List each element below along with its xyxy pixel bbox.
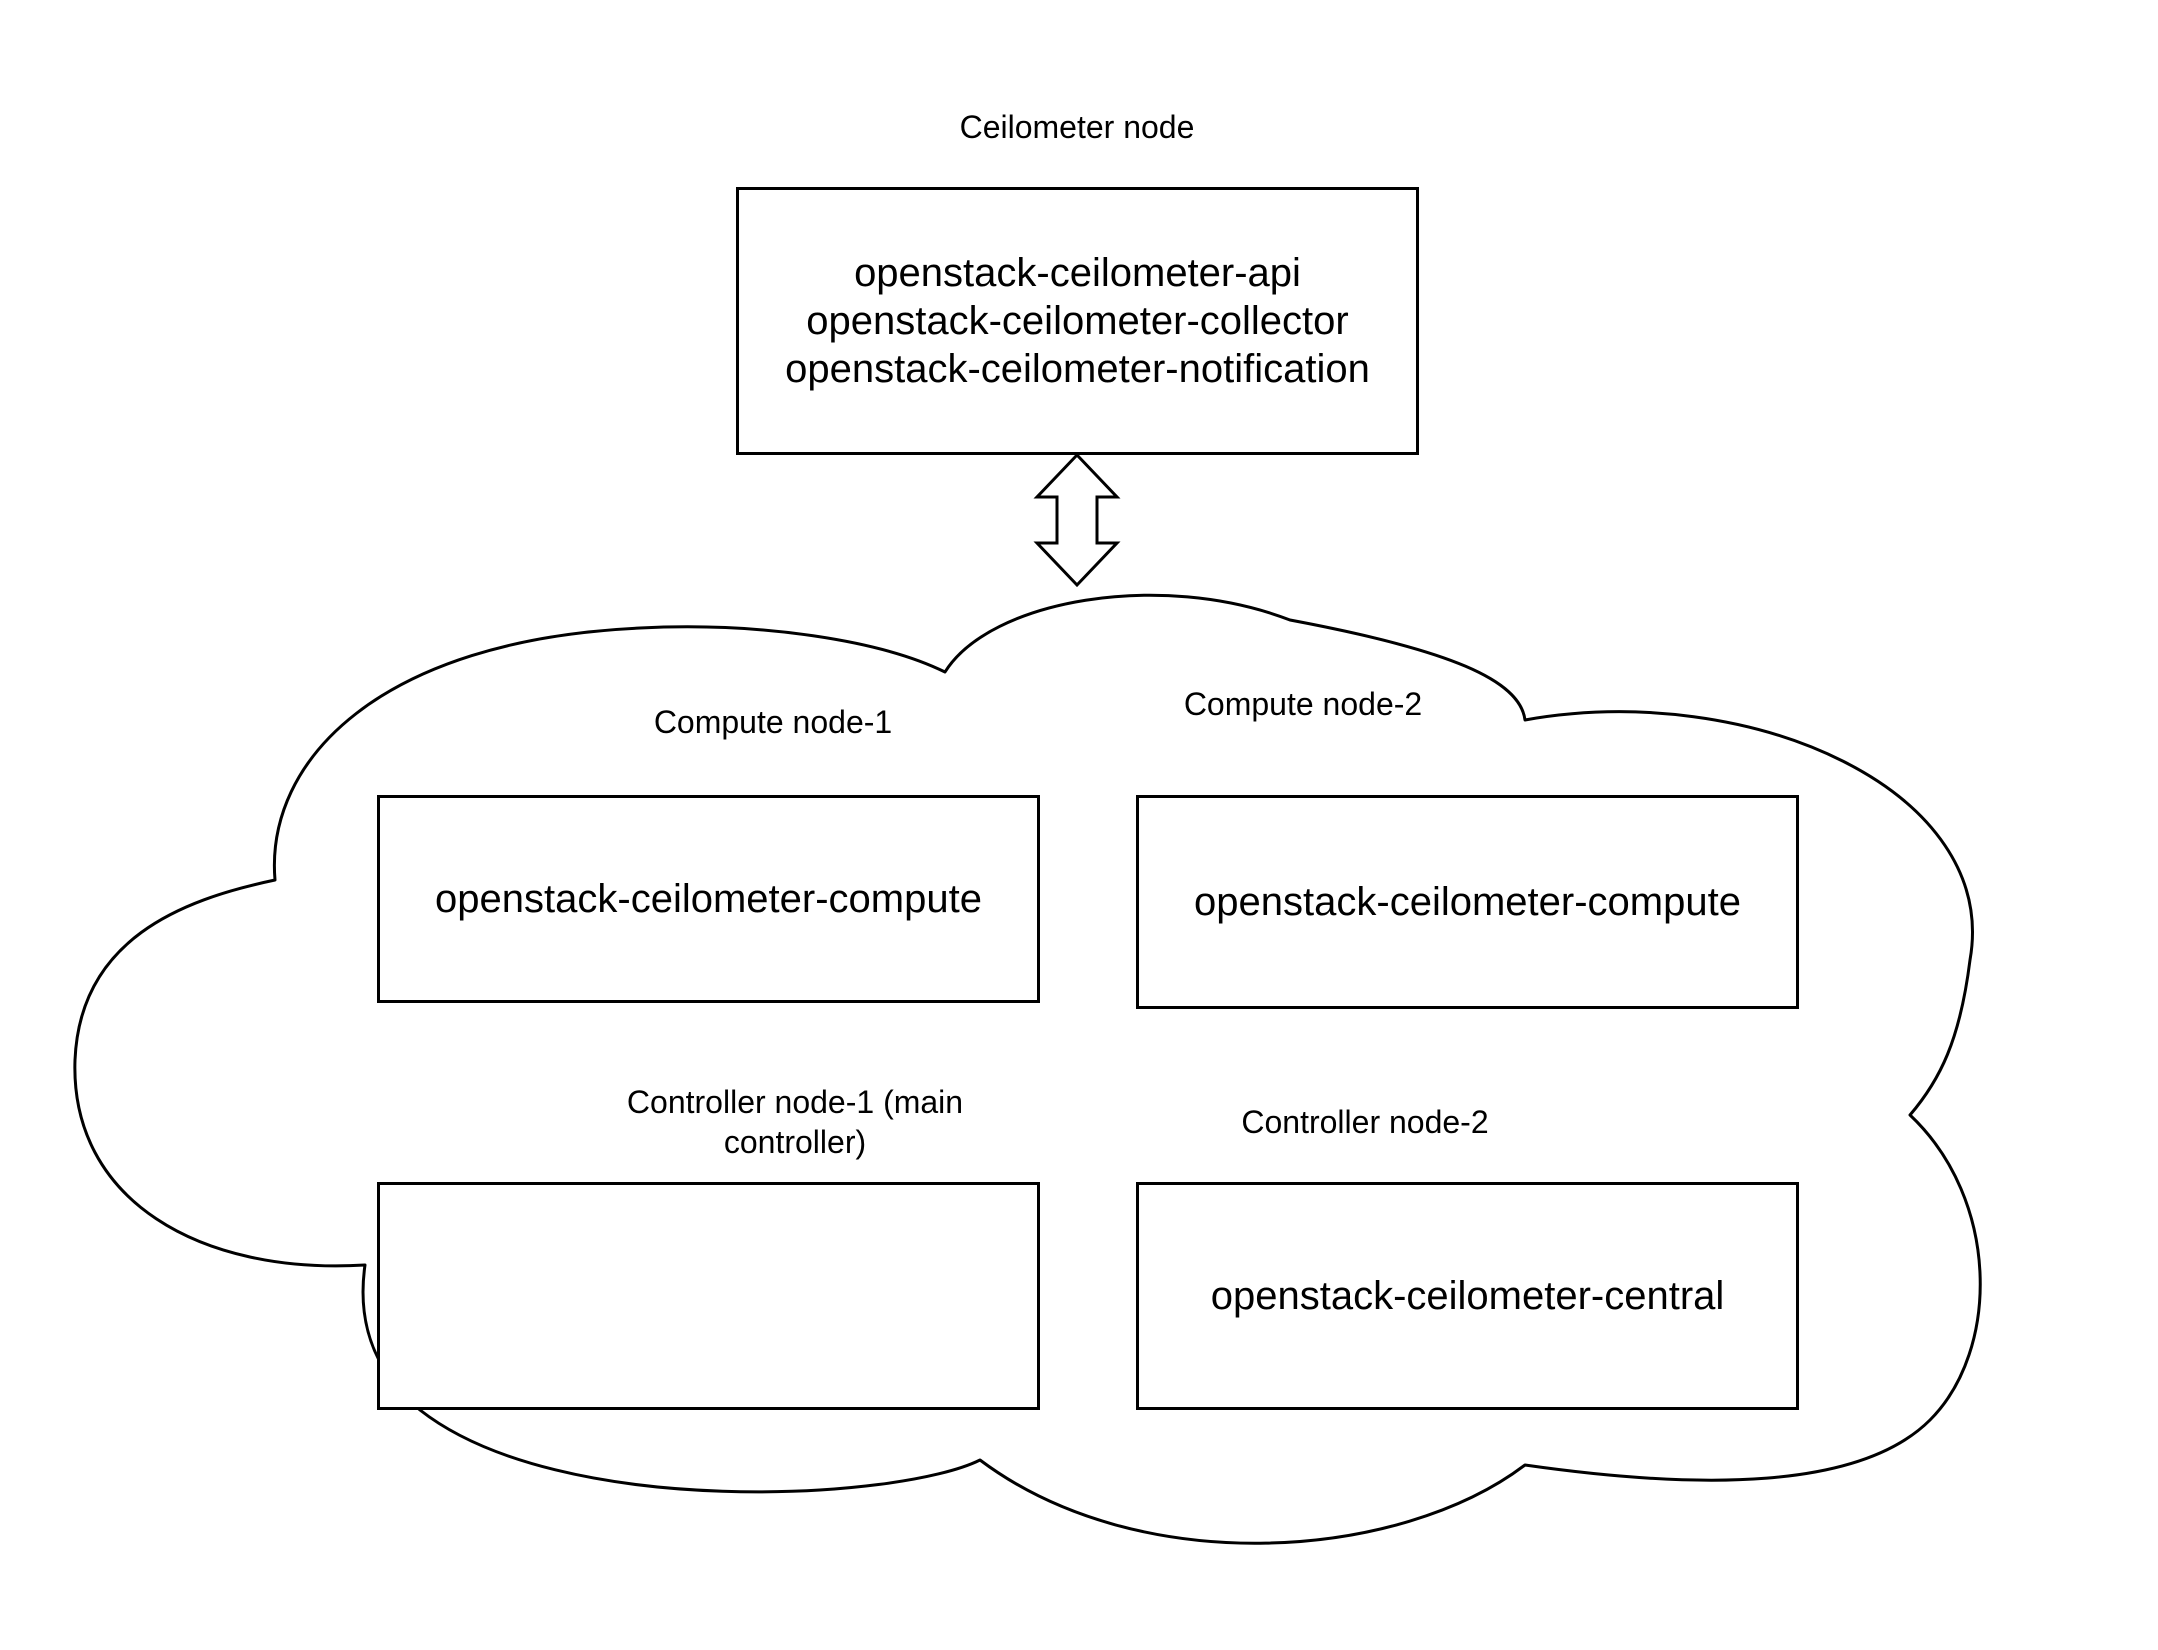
service-collector: openstack-ceilometer-collector <box>806 299 1349 343</box>
compute-node-2-label: Compute node-2 <box>1183 686 1423 722</box>
ceilometer-node-label: Ceilometer node <box>959 109 1195 145</box>
controller-node-2-label: Controller node-2 <box>1241 1104 1489 1140</box>
controller-node-2-box: openstack-ceilometer-central <box>1136 1182 1799 1410</box>
service-central: openstack-ceilometer-central <box>1210 1274 1725 1318</box>
ceilometer-node-box: openstack-ceilometer-api openstack-ceilo… <box>736 187 1419 455</box>
controller-node-1-label-line-2: controller) <box>723 1124 867 1160</box>
controller-node-1-label: Controller node-1 (main controller) <box>545 1082 1045 1162</box>
service-compute: openstack-ceilometer-compute <box>435 877 982 921</box>
controller-node-1-box <box>377 1182 1040 1410</box>
controller-node-1-label-line-1: Controller node-1 (main <box>626 1084 964 1120</box>
service-compute: openstack-ceilometer-compute <box>1194 880 1741 924</box>
compute-node-2-box: openstack-ceilometer-compute <box>1136 795 1799 1009</box>
service-notification: openstack-ceilometer-notification <box>785 347 1370 391</box>
service-api: openstack-ceilometer-api <box>854 251 1301 295</box>
bidirectional-arrow-icon <box>1033 452 1121 588</box>
compute-node-1-label: Compute node-1 <box>653 704 893 740</box>
compute-node-1-box: openstack-ceilometer-compute <box>377 795 1040 1003</box>
